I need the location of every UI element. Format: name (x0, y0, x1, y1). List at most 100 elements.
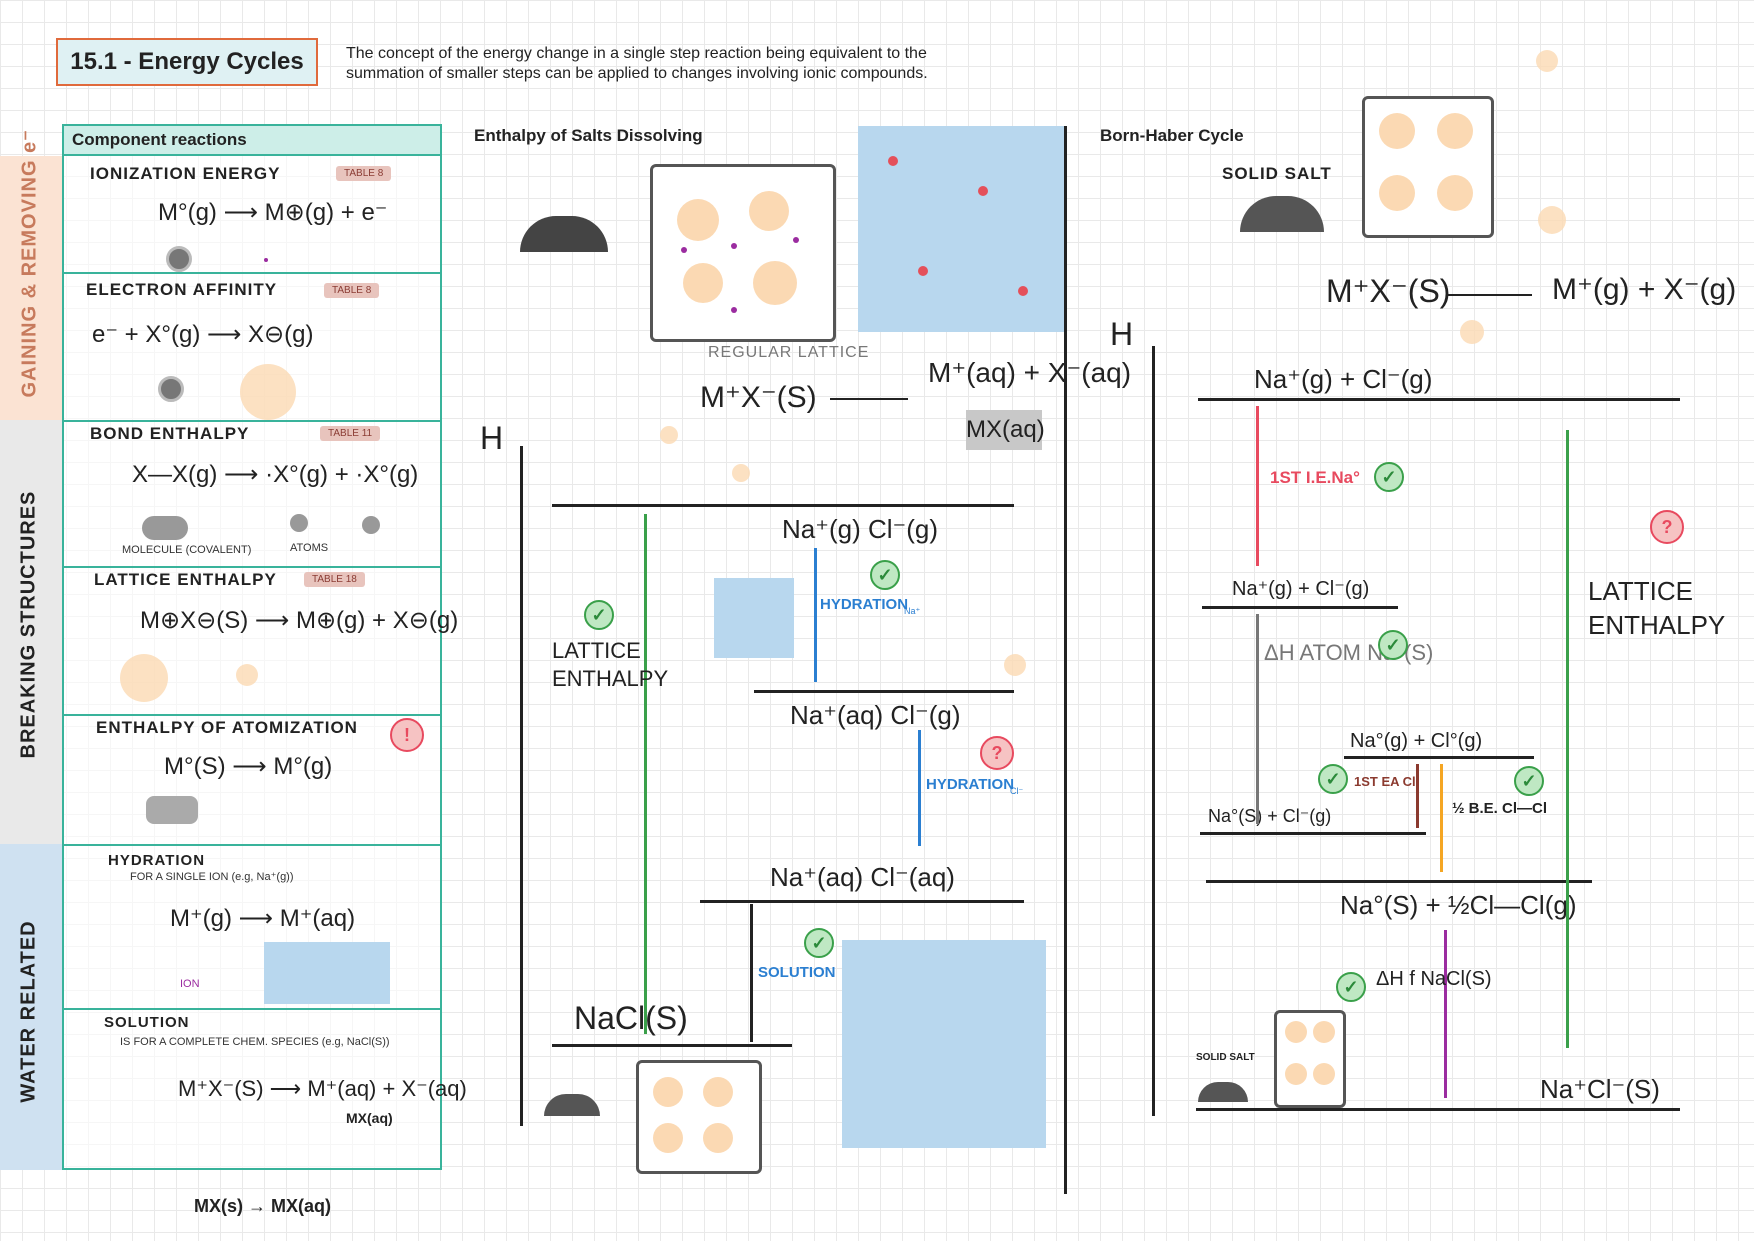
hydration-na-label: HYDRATION (820, 596, 909, 613)
salt-pile-icon (520, 216, 608, 252)
affinity-title: ELECTRON AFFINITY (86, 280, 278, 299)
lattice-arrow (644, 514, 647, 1034)
band-breaking-label: BREAKING STRUCTURES (17, 490, 40, 759)
level-top (1198, 398, 1680, 401)
lattice-arrow (1566, 430, 1569, 1048)
band-gaining (0, 156, 62, 420)
salt-pile-icon (1240, 196, 1324, 232)
level-third-label: Na°(g) + Cl°(g) (1350, 730, 1483, 752)
axis-label: H (1110, 316, 1134, 352)
level-second (1202, 606, 1398, 609)
level-fifth-label: Na°(S) + ½Cl—Cl(g) (1340, 890, 1577, 920)
ion-label: ION (180, 978, 200, 990)
hydration-subtitle: FOR A SINGLE ION (e.g, Na⁺(g)) (130, 871, 294, 883)
decor-blob (1538, 206, 1566, 234)
cell-divider (62, 420, 442, 422)
check-icon: ✓ (870, 560, 900, 590)
water-box (714, 578, 794, 658)
axis-label: H (480, 420, 504, 456)
lattice-label-1: LATTICE (552, 638, 641, 663)
check-icon: ✓ (1318, 764, 1348, 794)
level-aq-label: Na⁺(aq) Cl⁻(aq) (770, 862, 955, 892)
metal-solid-icon (146, 796, 198, 824)
level-fourth (1200, 832, 1426, 835)
right-heading: Born-Haber Cycle (1100, 126, 1244, 145)
solution-subtitle: IS FOR A COMPLETE CHEM. SPECIES (e.g, Na… (120, 1036, 390, 1048)
ion-icon (236, 664, 258, 686)
level-bottom-label: Na⁺Cl⁻(S) (1540, 1074, 1660, 1104)
formation-label: ΔH f NaCl(S) (1376, 968, 1492, 990)
regular-lattice-box (650, 164, 836, 342)
cell-divider (62, 844, 442, 846)
right-equation-right: M⁺(g) + X⁻(g) (1552, 273, 1737, 306)
enthalpy-axis (520, 446, 523, 1126)
molecule-icon (142, 516, 188, 540)
level-third (1344, 756, 1534, 759)
band-water-label: WATER RELATED (17, 920, 40, 1103)
atom-icon (362, 516, 380, 534)
ionization-title: IONIZATION ENERGY (90, 164, 281, 183)
reaction-arrow (1446, 294, 1532, 296)
atom-icon (158, 376, 184, 402)
check-icon: ✓ (1374, 462, 1404, 492)
atomization-title: ENTHALPY OF ATOMIZATION (96, 718, 358, 737)
be-label: ½ B.E. Cl—Cl (1452, 800, 1548, 817)
hydration-na-arrow (814, 548, 817, 682)
hydration-cl-label: HYDRATION (926, 776, 1015, 793)
lattice-title: LATTICE ENTHALPY (94, 570, 277, 589)
molecule-note: MOLECULE (COVALENT) (122, 544, 252, 556)
atom-arrow (1256, 614, 1259, 824)
bond-equation: X—X(g) ⟶ ·X°(g) + ·X°(g) (132, 461, 419, 488)
decor-blob (660, 426, 678, 444)
level-aq (700, 900, 1024, 903)
cell-divider (62, 1008, 442, 1010)
solution-equation: M⁺X⁻(S) ⟶ M⁺(aq) + X⁻(aq) (178, 1076, 467, 1101)
lattice-table-tag: TABLE 18 (304, 572, 365, 587)
level-solid (552, 1044, 792, 1047)
cell-divider (62, 566, 442, 568)
level-top-label: Na⁺(g) + Cl⁻(g) (1254, 364, 1433, 394)
middle-equation-left: M⁺X⁻(S) (700, 381, 817, 414)
ion-icon (240, 364, 296, 420)
hydration-cl-arrow (918, 730, 921, 846)
footnote: MX(s) → MX(aq) (194, 1196, 331, 1216)
solid-salt-small-label: SOLID SALT (1196, 1052, 1255, 1063)
band-breaking (0, 420, 62, 844)
decor-blob (1536, 50, 1558, 72)
lattice-equation: M⊕X⊖(S) ⟶ M⊕(g) + X⊖(g) (140, 607, 459, 634)
formation-arrow (1444, 930, 1447, 1098)
decor-blob (732, 464, 750, 482)
page-title: 15.1 - Energy Cycles (56, 38, 318, 86)
salt-pile-icon (1198, 1082, 1248, 1102)
lattice-label-2: ENTHALPY (552, 666, 669, 691)
lattice-label-2: ENTHALPY (1588, 610, 1726, 640)
level-mixed-label: Na⁺(aq) Cl⁻(g) (790, 700, 961, 730)
check-icon: ✓ (1514, 766, 1544, 796)
band-water (0, 844, 62, 1170)
middle-heading: Enthalpy of Salts Dissolving (474, 126, 703, 145)
lattice-icon (120, 654, 168, 702)
level-gas (552, 504, 1014, 507)
question-icon: ? (980, 736, 1014, 770)
water-box (858, 126, 1064, 332)
ea-label: 1ST EA Cl (1354, 774, 1416, 789)
water-box (842, 940, 1046, 1148)
affinity-equation: e⁻ + X°(g) ⟶ X⊖(g) (92, 321, 314, 348)
level-bottom (1196, 1108, 1680, 1111)
level-fourth-label: Na°(S) + Cl⁻(g) (1208, 806, 1332, 826)
enthalpy-axis (1152, 346, 1155, 1116)
regular-lattice-label: REGULAR LATTICE (708, 344, 870, 361)
ie-label: 1ST I.E.Na° (1270, 468, 1360, 487)
solution-under-label: MX(aq) (346, 1110, 393, 1126)
decor-blob (1460, 320, 1484, 344)
level-solid-label: NaCl(S) (574, 1000, 688, 1036)
intro-text: The concept of the energy change in a si… (346, 44, 986, 84)
atom-icon (166, 246, 192, 272)
solution-label: SOLUTION (758, 964, 836, 981)
water-box (264, 942, 390, 1004)
solution-title: SOLUTION (104, 1014, 190, 1031)
right-equation-left: M⁺X⁻(S) (1326, 273, 1451, 309)
ionization-table-tag: TABLE 8 (336, 166, 392, 181)
ionization-equation: M°(g) ⟶ M⊕(g) + e⁻ (158, 199, 388, 226)
